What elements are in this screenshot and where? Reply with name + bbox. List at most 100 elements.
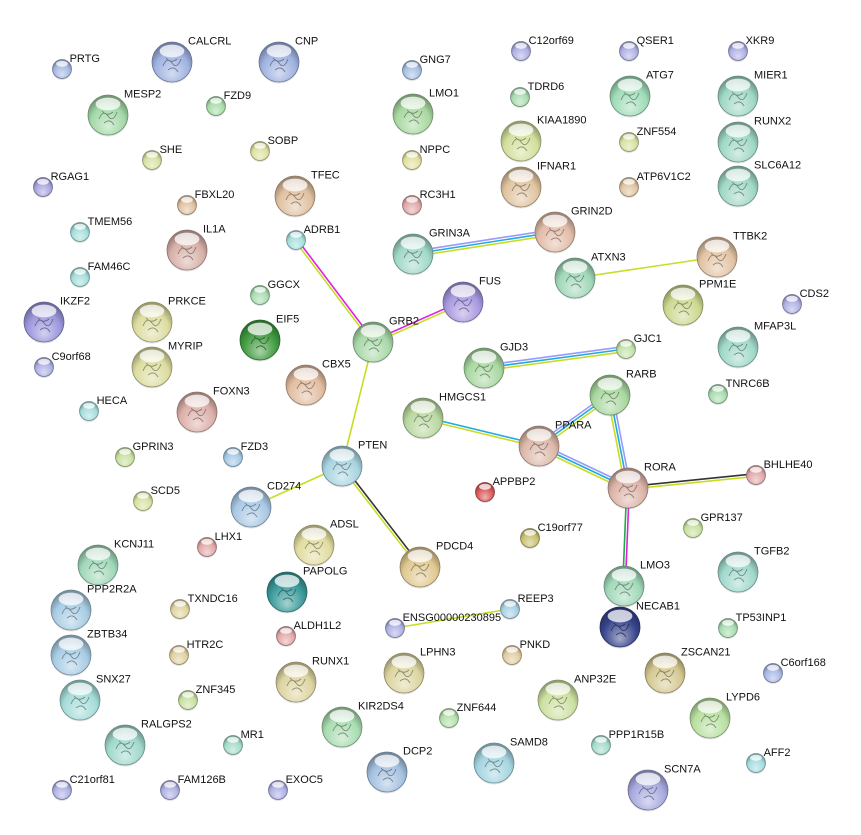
node-runx2[interactable]: RUNX2 [717,116,791,164]
node-ggcx[interactable]: GGCX [250,279,301,306]
node-myrip[interactable]: MYRIP [131,341,203,389]
node-she[interactable]: SHE [142,144,183,171]
node-znf644[interactable]: ZNF644 [439,702,497,729]
node-kcnj11[interactable]: KCNJ11 [77,539,154,587]
node-grb2[interactable]: GRB2 [352,316,419,364]
node-cbx5[interactable]: CBX5 [285,359,351,407]
node-ppp2r2a[interactable]: PPP2R2A [50,584,137,632]
node-mesp2[interactable]: MESP2 [87,89,161,137]
node-ralgps2[interactable]: RALGPS2 [104,719,192,767]
node-adsl[interactable]: ADSL [293,519,359,567]
node-lypd6[interactable]: LYPD6 [689,692,760,740]
node-nppc[interactable]: NPPC [402,144,451,171]
node-calcrl[interactable]: CALCRL [151,36,231,84]
node-bhlhe40[interactable]: BHLHE40 [746,459,813,486]
node-cds2[interactable]: CDS2 [782,288,829,315]
node-xkr9[interactable]: XKR9 [728,35,775,62]
node-c21orf81[interactable]: C21orf81 [52,774,115,801]
node-gpr137[interactable]: GPR137 [683,512,743,539]
node-fzd9[interactable]: FZD9 [206,90,252,117]
node-gng7[interactable]: GNG7 [402,54,451,81]
node-lmo3[interactable]: LMO3 [603,560,670,608]
node-htr2c[interactable]: HTR2C [169,639,224,666]
node-zbtb34[interactable]: ZBTB34 [50,629,127,677]
node-pten[interactable]: PTEN [321,440,387,488]
node-snx27[interactable]: SNX27 [59,674,131,722]
node-ikzf2[interactable]: IKZF2 [23,296,90,344]
node-mier1[interactable]: MIER1 [717,70,788,118]
node-necab1[interactable]: NECAB1 [599,601,680,649]
node-tmem56[interactable]: TMEM56 [70,216,133,243]
node-tp53inp1[interactable]: TP53INP1 [718,612,787,639]
node-zscan21[interactable]: ZSCAN21 [644,647,731,695]
node-eif5[interactable]: EIF5 [239,314,299,362]
node-c19orf77[interactable]: C19orf77 [520,522,583,549]
node-fam46c[interactable]: FAM46C [70,261,131,288]
node-znf554[interactable]: ZNF554 [619,126,677,153]
edge-gjd3-gjc1[interactable] [483,345,627,372]
node-dcp2[interactable]: DCP2 [366,746,432,794]
node-gjd3[interactable]: GJD3 [463,342,528,390]
node-fbxl20[interactable]: FBXL20 [177,189,235,216]
edge-ensg00000230895-reep3[interactable] [394,608,511,629]
node-fam126b[interactable]: FAM126B [160,774,226,801]
node-atxn3[interactable]: ATXN3 [554,252,626,300]
node-samd8[interactable]: SAMD8 [473,737,548,785]
node-cnp[interactable]: CNP [258,36,318,84]
node-scn7a[interactable]: SCN7A [627,764,701,812]
node-atg7[interactable]: ATG7 [609,70,674,118]
node-tdrd6[interactable]: TDRD6 [510,81,565,108]
node-tnrc6b[interactable]: TNRC6B [708,378,770,405]
edge-grin3a-grin2d[interactable] [412,228,556,258]
node-ttbk2[interactable]: TTBK2 [696,231,767,279]
node-tgfb2[interactable]: TGFB2 [717,546,789,594]
node-rgag1[interactable]: RGAG1 [33,171,90,198]
node-cd274[interactable]: CD274 [230,481,301,529]
node-ifnar1[interactable]: IFNAR1 [500,161,576,209]
node-mfap3l[interactable]: MFAP3L [717,321,796,369]
edge-adrb1-grb2[interactable] [294,238,375,344]
edge-grb2-pten[interactable] [341,341,374,467]
node-lphn3[interactable]: LPHN3 [383,647,455,695]
node-c6orf168[interactable]: C6orf168 [763,657,826,684]
node-runx1[interactable]: RUNX1 [275,656,349,704]
node-reep3[interactable]: REEP3 [500,593,554,620]
node-tfec[interactable]: TFEC [274,170,340,218]
node-adrb1[interactable]: ADRB1 [286,224,341,251]
node-rarb[interactable]: RARB [589,369,657,417]
edge-pten-pdcd4[interactable] [340,464,422,569]
node-anp32e[interactable]: ANP32E [537,674,616,722]
node-ensg00000230895[interactable]: ENSG00000230895 [385,612,502,639]
node-gjc1[interactable]: GJC1 [616,333,662,360]
node-kiaa1890[interactable]: KIAA1890 [500,115,587,163]
node-pnkd[interactable]: PNKD [502,639,551,666]
node-qser1[interactable]: QSER1 [619,35,674,62]
node-exoc5[interactable]: EXOC5 [268,774,323,801]
node-ppara[interactable]: PPARA [518,420,592,468]
node-rc3h1[interactable]: RC3H1 [402,189,456,216]
node-grin2d[interactable]: GRIN2D [534,206,613,254]
node-c12orf69[interactable]: C12orf69 [511,35,574,62]
node-c9orf68[interactable]: C9orf68 [34,351,91,378]
node-hmgcs1[interactable]: HMGCS1 [402,392,486,440]
node-kir2ds4[interactable]: KIR2DS4 [321,701,404,749]
node-pdcd4[interactable]: PDCD4 [399,541,473,589]
node-txndc16[interactable]: TXNDC16 [170,593,238,620]
node-scd5[interactable]: SCD5 [133,485,180,512]
node-lmo1[interactable]: LMO1 [392,88,459,136]
node-atp6v1c2[interactable]: ATP6V1C2 [619,171,691,198]
node-grin3a[interactable]: GRIN3A [392,228,471,276]
node-il1a[interactable]: IL1A [166,224,226,272]
node-lhx1[interactable]: LHX1 [197,531,243,558]
node-slc6a12[interactable]: SLC6A12 [717,160,801,208]
node-prtg[interactable]: PRTG [52,53,100,80]
node-foxn3[interactable]: FOXN3 [176,386,250,434]
node-prkce[interactable]: PRKCE [131,296,206,344]
node-ppp1r15b[interactable]: PPP1R15B [591,729,665,756]
node-sobp[interactable]: SOBP [250,135,299,162]
node-appbp2[interactable]: APPBP2 [475,476,536,503]
edge-rora-bhlhe40[interactable] [627,472,757,491]
node-znf345[interactable]: ZNF345 [178,684,236,711]
node-papolg[interactable]: PAPOLG [266,566,347,614]
edge-atxn3-ttbk2[interactable] [574,256,718,279]
